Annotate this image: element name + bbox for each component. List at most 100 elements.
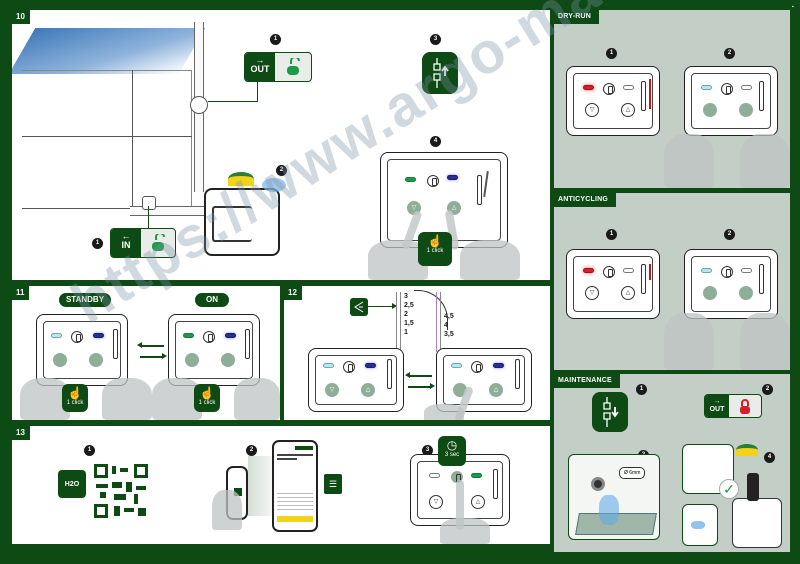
pointer-line: [368, 303, 397, 309]
section-number: 10: [12, 10, 30, 24]
scale-value: 2,5: [404, 302, 414, 309]
up-button[interactable]: △: [621, 103, 635, 117]
pressure-gauge: [493, 469, 498, 499]
info-button[interactable]: [427, 175, 439, 187]
settings-sliders-icon: ☰: [324, 474, 342, 494]
step-badge: 2: [276, 165, 287, 176]
section-number: 13: [12, 426, 30, 440]
down-button[interactable]: ▽: [585, 103, 599, 117]
app-logo-text: H2O: [64, 480, 80, 488]
step-badge: 2: [762, 384, 773, 395]
out-label: OUT: [709, 406, 725, 413]
outlet-closed-sign: → OUT: [704, 394, 762, 418]
click-label: 1 click: [66, 400, 84, 406]
down-button[interactable]: [185, 353, 199, 367]
info-button[interactable]: [471, 361, 483, 373]
step-badge: 2: [724, 229, 735, 240]
app-header-button[interactable]: [295, 446, 313, 450]
water-spray-icon: [262, 178, 286, 192]
info-button[interactable]: [721, 83, 733, 95]
wifi-led: [623, 268, 634, 273]
left-hand: [152, 378, 202, 420]
pressure-gauge: [641, 81, 646, 111]
down-button[interactable]: ▽: [585, 286, 599, 300]
app-text-line: [277, 458, 297, 460]
rotate-cap-icon: [228, 172, 254, 186]
tank-bottom: [22, 208, 212, 209]
step-badge: 4: [764, 452, 775, 463]
out-direction: → OUT: [245, 53, 275, 81]
tank-band: [22, 136, 192, 137]
step-badge: 3: [422, 445, 433, 456]
up-button[interactable]: △: [489, 383, 503, 397]
scale-value: 1,5: [404, 320, 414, 327]
control-panel-on: [168, 314, 260, 386]
info-button[interactable]: [343, 361, 355, 373]
up-button[interactable]: [739, 103, 753, 117]
tap-hand-icon: ☝: [67, 386, 83, 400]
out-label: OUT: [250, 64, 270, 74]
pressure-gauge: [245, 329, 250, 359]
control-panel-alarm: ▽ △: [566, 249, 660, 319]
info-button[interactable]: [603, 83, 615, 95]
wifi-led: [623, 85, 634, 90]
water-drain: [599, 495, 619, 525]
pump-unit: [204, 188, 280, 256]
section-12: 12 3 2,5 2 1,5 1 4,5 4 3,5 ▽ △: [284, 286, 550, 420]
app-icon: [234, 488, 242, 496]
right-hand: [460, 240, 520, 280]
app-text-line: [277, 454, 313, 456]
up-button[interactable]: [221, 353, 235, 367]
qr-code: [94, 464, 148, 518]
scale-right: 4,5 4 3,5: [444, 312, 454, 339]
app-confirm-button[interactable]: [277, 516, 313, 522]
info-button[interactable]: [71, 331, 83, 343]
up-button[interactable]: △: [361, 383, 375, 397]
app-logo: H2O: [58, 470, 86, 498]
info-button[interactable]: [203, 331, 215, 343]
smartphone-large: [272, 440, 318, 532]
one-click-indicator: ☝ 1 click: [418, 232, 452, 266]
lock-closed-icon: [729, 395, 761, 417]
outlet-open-sign: → OUT: [244, 52, 312, 82]
info-button[interactable]: [603, 266, 615, 278]
filter-check-illustration: ✓: [682, 444, 739, 499]
power-led: [429, 473, 440, 478]
up-button[interactable]: △: [471, 495, 485, 509]
tank: [22, 70, 192, 210]
section-13: 13 1 H2O 2: [12, 426, 550, 544]
arrow-right-icon: →: [255, 55, 265, 65]
wifi-led: [447, 175, 458, 180]
pressure-gauge: [113, 329, 118, 359]
down-button[interactable]: [703, 286, 717, 300]
alarm-led: [583, 85, 594, 90]
section-10: 10 1 → OUT 1 ← IN: [12, 10, 550, 280]
left-hand: [664, 313, 714, 370]
step-badge: 1: [636, 384, 647, 395]
down-button[interactable]: ▽: [325, 383, 339, 397]
scale-right-gauge: [436, 292, 441, 352]
down-button[interactable]: [53, 353, 67, 367]
pressure-gauge: [387, 359, 392, 389]
up-button[interactable]: [89, 353, 103, 367]
info-button[interactable]: [721, 266, 733, 278]
power-led: [323, 363, 334, 368]
click-label: 1 click: [426, 248, 444, 254]
pump-unit: [732, 473, 782, 548]
click-label: 1 click: [198, 400, 216, 406]
up-button[interactable]: [739, 286, 753, 300]
pressing-finger: [456, 480, 464, 530]
in-label: IN: [121, 240, 131, 250]
step-badge: 1: [84, 445, 95, 456]
pressure-gauge: [641, 264, 646, 294]
pump-handle: [212, 206, 252, 242]
up-button[interactable]: △: [621, 286, 635, 300]
power-led: [405, 177, 416, 182]
power-led: [701, 268, 712, 273]
scale-left-gauge: [396, 292, 401, 352]
power-led: [701, 85, 712, 90]
pressure-gauge: [759, 264, 764, 294]
down-button[interactable]: [703, 103, 717, 117]
down-button[interactable]: ▽: [429, 495, 443, 509]
diameter-label: Ø 6mm: [619, 467, 646, 479]
